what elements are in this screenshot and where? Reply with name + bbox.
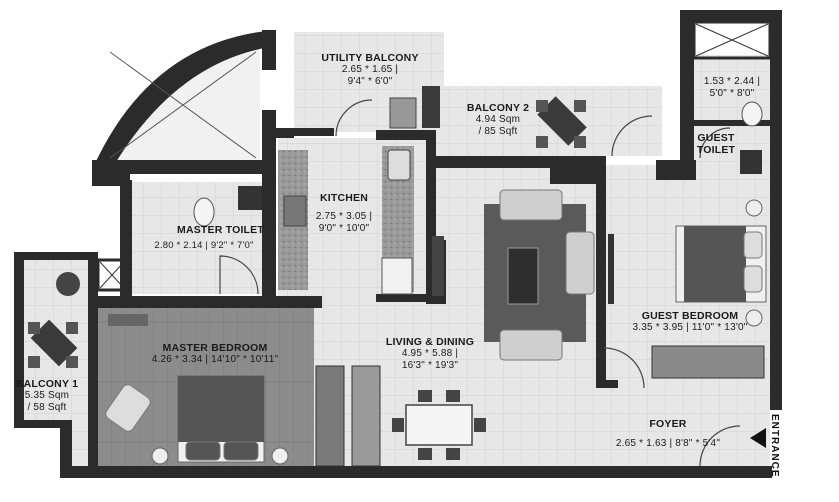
master-wc [193,197,215,227]
master-toilet-label: MASTER TOILET [177,224,264,236]
fridge [381,257,413,295]
master-bed [151,375,289,465]
wardrobe-left [315,365,345,467]
master-desk [108,314,148,326]
walls [14,10,782,478]
entrance-arrow-icon [750,428,766,448]
sofa-bottom [499,329,563,361]
door-master-toilet [219,255,259,295]
utility-balcony-label: UTILITY BALCONY 2.65 * 1.65 | 9'4" * 6'0… [321,52,419,87]
guest-vent-cross [695,23,769,57]
wardrobe-right [351,365,381,467]
balcony-2-table [536,96,587,148]
sofa-right [565,231,595,295]
master-bedroom-label: MASTER BEDROOM 4.26 * 3.34 | 14'10" * 10… [151,342,279,365]
guest-toilet-label: 1.53 * 2.44 | 5'0" * 8'0" [703,76,761,99]
kitchen-sink [387,149,411,181]
guest-wc [741,101,763,127]
master-armchair [105,384,151,432]
door-guest-bedroom [603,347,645,389]
living-dining-label: LIVING & DINING 4.95 * 5.88 | 16'3" * 19… [385,336,475,371]
kitchen-label: KITCHEN 2.75 * 3.05 | 9'0" * 10'0" [315,192,373,234]
door-entrance [699,425,741,467]
entrance-label: ENTRANCE [769,414,780,478]
guest-vanity [740,150,762,174]
foyer-label: FOYER 2.65 * 1.63 | 8'8" * 5'4" [615,418,721,449]
planter-utility [422,86,440,128]
sofa-top [499,189,563,221]
coffee-table [507,247,539,305]
bay-window-glass [109,51,257,159]
guest-bed [675,199,767,327]
door-utility [335,99,373,137]
master-vanity [238,186,262,210]
guest-bedroom-label: GUEST BEDROOM 3.35 * 3.95 | 11'0" * 13'0… [632,310,748,333]
dining-set [392,390,486,460]
entrance-marker: ENTRANCE [750,410,786,480]
master-vent-cross [99,261,125,289]
washer [389,97,417,129]
balcony-1-label: BALCONY 1 5.35 Sqm / 58 Sqft [15,378,79,413]
door-balcony-2 [611,115,653,157]
guest-toilet-title: GUEST TOILET [696,132,736,156]
tv-unit [432,236,444,296]
fixtures [28,23,769,467]
wardrobe-guest [651,345,765,379]
balcony-1-table [28,272,80,368]
master-toilet-dims: 2.80 * 2.14 | 9'2" * 7'0" [154,240,254,251]
foyer-floor [480,380,770,470]
door-guest-toilet [699,127,731,159]
hob [283,195,307,227]
guest-tv [608,234,614,304]
utility-balcony-floor [294,32,444,132]
balcony-2-label: BALCONY 2 4.94 Sqm / 85 Sqft [466,102,530,137]
